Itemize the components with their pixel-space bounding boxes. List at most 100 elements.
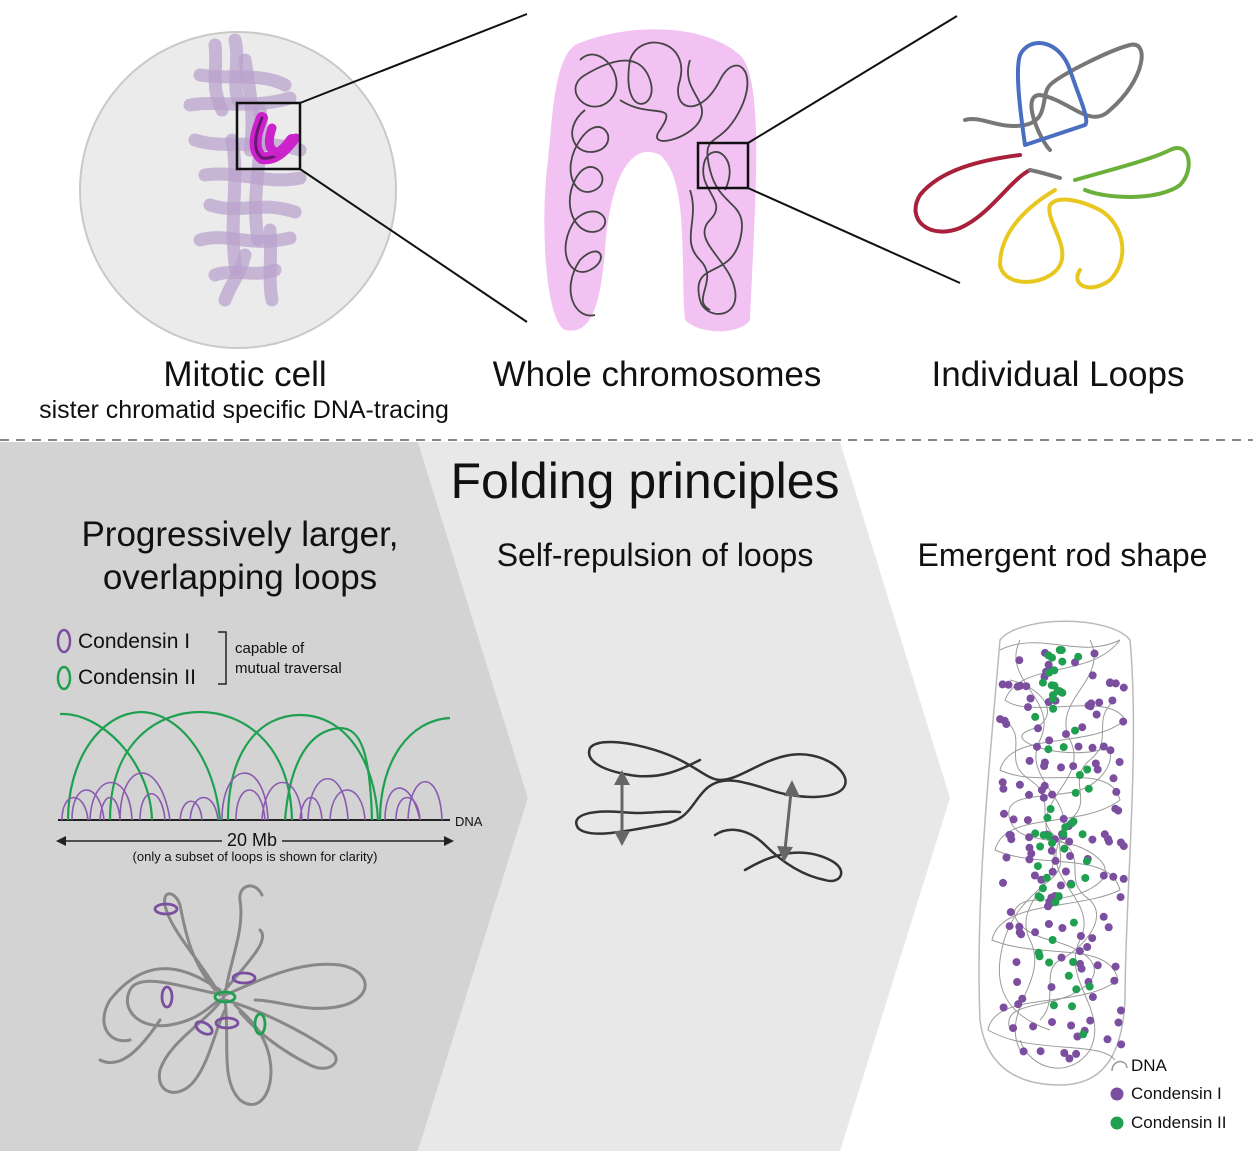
condensin1-dot [1117, 1040, 1126, 1049]
condensin2-dot [1045, 958, 1054, 967]
condensin1-dot [1009, 815, 1018, 824]
condensin1-dot [1091, 759, 1100, 768]
flower-loops [98, 884, 367, 1106]
condensin1-dot [1057, 763, 1065, 772]
condensin2-dot [1036, 842, 1045, 851]
condensin2-dot [1059, 830, 1068, 838]
condensin1-dot [1014, 1000, 1023, 1009]
condensin1-dot [1115, 758, 1124, 766]
condensin1-dot [1048, 1018, 1056, 1027]
scale-note: (only a subset of loops is shown for cla… [132, 849, 378, 864]
repulsion-arrows [614, 770, 800, 862]
loop-green [1073, 146, 1191, 199]
condensin2-dot [1058, 657, 1067, 666]
arrow-up-icon [614, 770, 630, 785]
condensin1-dot [1072, 1049, 1081, 1058]
condensin2-dot [1064, 971, 1073, 980]
condensin1-dot [1006, 831, 1015, 840]
condensin1-dot [1119, 874, 1128, 883]
condensin1-dot [1044, 920, 1053, 928]
loop-red [913, 153, 1032, 234]
condensin2-arcs [59, 710, 451, 821]
condensin2-dot [1048, 936, 1057, 944]
condensin1-ring [194, 1020, 214, 1036]
condensin1-dot [1116, 893, 1125, 902]
mitotic-cell-title: Mitotic cell [163, 355, 327, 394]
condensin1-dot [1034, 724, 1042, 733]
condensin1-dot [1012, 958, 1021, 967]
condensin2-dot [1042, 873, 1051, 882]
panel3-title: Emergent rod shape [917, 537, 1208, 573]
condensin1-dot [1024, 703, 1032, 712]
condensin2-dot [1031, 712, 1040, 721]
condensin1-legend-dot [1110, 1087, 1124, 1101]
condensin2-dot [1067, 880, 1076, 889]
condensin2-dot [1038, 678, 1047, 687]
condensin2-dot [1082, 857, 1091, 866]
condensin2-dot [1055, 687, 1064, 696]
condensin1-dot [1048, 790, 1057, 799]
condensin1-dot [1111, 804, 1120, 813]
condensin1-dot [1099, 912, 1108, 921]
condensin2-dot [1069, 817, 1078, 826]
condensin2-dot [1075, 771, 1084, 779]
condensin1-dot [1104, 835, 1112, 843]
condensin2-legend-label: Condensin II [78, 666, 196, 689]
condensin1-dot [1104, 923, 1113, 932]
condensin1-dot [1092, 710, 1101, 719]
condensin1-dot [1086, 1016, 1095, 1025]
condensin1-dot [1031, 928, 1040, 937]
condensin2-dot [1083, 765, 1092, 774]
condensin1-dot [1045, 736, 1054, 745]
zoom-box-cell [235, 101, 302, 171]
panel1-title-line2: overlapping loops [102, 558, 378, 597]
condensin1-dot [1065, 1054, 1074, 1063]
condensin1-dot [1088, 993, 1097, 1001]
condensin2-dot [1038, 884, 1047, 893]
condensin1-dot [1110, 976, 1119, 985]
condensin1-dot [1002, 853, 1011, 862]
bracket-label-line1: capable of [235, 640, 305, 657]
condensin1-arcs [61, 772, 443, 821]
condensin2-dot [1031, 829, 1040, 838]
arrow-down-icon [777, 846, 793, 862]
condensin1-dot [1051, 856, 1060, 865]
whole-chromosomes-title: Whole chromosomes [492, 355, 822, 394]
condensin1-dot [998, 778, 1007, 787]
condensin1-dot [1027, 849, 1036, 858]
zoom-line-1 [299, 13, 528, 104]
flower-condensins [153, 902, 267, 1036]
condensin2-dot [1033, 862, 1042, 871]
condensin1-dot [1074, 742, 1083, 751]
condensin1-dot [1065, 837, 1074, 846]
condensin1-dot [1093, 961, 1102, 970]
condensin1-dot [1039, 793, 1048, 802]
condensin2-dot [1078, 830, 1087, 839]
condensin1-dot [1111, 962, 1120, 971]
condensin1-dot [1061, 867, 1070, 876]
condensin1-ring [153, 902, 179, 916]
condensin1-dot [1106, 746, 1115, 755]
rod-legend-condensin2-label: Condensin II [1131, 1113, 1227, 1132]
panel2-background [418, 442, 950, 1151]
condensin1-dot [1030, 871, 1039, 880]
condensin1-dot [1084, 701, 1093, 710]
condensin2-dot [1046, 805, 1055, 813]
condensin2-dot [1072, 985, 1081, 994]
condensin2-ring [253, 1012, 267, 1036]
condensin1-dot [1103, 1035, 1112, 1044]
panel1-title-line1: Progressively larger, [81, 515, 399, 554]
condensin1-dot [1114, 1018, 1123, 1027]
condensin1-dot [1119, 717, 1128, 726]
condensin2-dot [1035, 952, 1044, 961]
condensin1-ring [160, 985, 174, 1009]
condensin1-dot [1106, 678, 1115, 687]
loop-gray [963, 42, 1144, 152]
dna-legend-icon [1111, 1060, 1128, 1072]
rod-legend-condensin1-label: Condensin I [1131, 1084, 1222, 1103]
loop-yellow [997, 188, 1125, 290]
condensin2-ring [213, 990, 237, 1004]
repulsion-loops [575, 740, 847, 883]
condensin1-dot [1015, 780, 1024, 789]
